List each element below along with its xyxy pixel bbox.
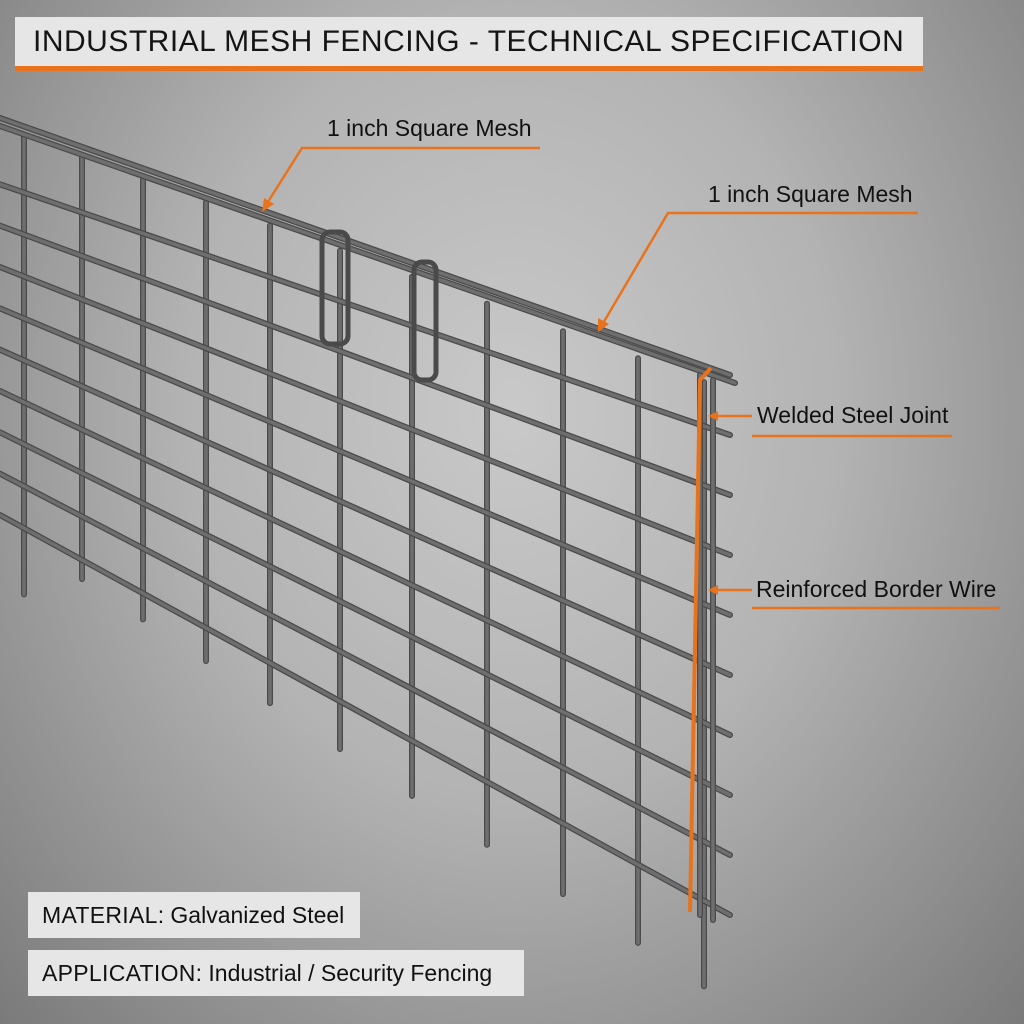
material-value: Galvanized Steel (170, 901, 345, 928)
callout-line-mesh-top (264, 146, 540, 206)
border-wire-highlight (688, 366, 713, 913)
callout-welded-joint-label: Welded Steel Joint (757, 402, 949, 428)
material-spec-box: MATERIAL: Galvanized Steel (28, 892, 360, 938)
arrowhead-mesh-top (262, 198, 274, 212)
material-key: MATERIAL: (42, 901, 165, 928)
clip-hook (411, 259, 439, 383)
arrowhead-mesh-right (598, 318, 609, 332)
callout-border-wire-label: Reinforced Border Wire (756, 576, 997, 602)
callout-mesh-right-label: 1 inch Square Mesh (708, 181, 913, 207)
arrowhead-border (708, 585, 718, 595)
clip-hook (319, 229, 351, 347)
callout-line-mesh-right (600, 211, 918, 326)
application-spec-box: APPLICATION: Industrial / Security Fenci… (28, 950, 524, 996)
page-title: INDUSTRIAL MESH FENCING - TECHNICAL SPEC… (33, 24, 905, 58)
application-key: APPLICATION: (42, 959, 203, 986)
callout-mesh-top-label: 1 inch Square Mesh (327, 115, 532, 141)
arrowhead-welded (708, 411, 718, 421)
application-value: Industrial / Security Fencing (208, 959, 493, 986)
title-banner: INDUSTRIAL MESH FENCING - TECHNICAL SPEC… (15, 17, 923, 71)
